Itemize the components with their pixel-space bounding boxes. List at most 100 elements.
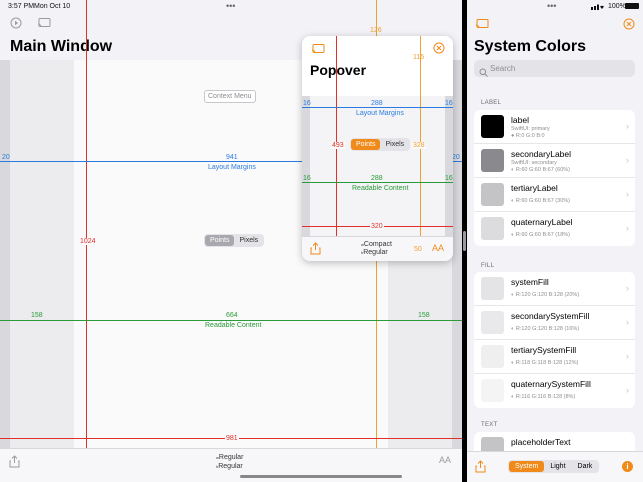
multitasking-dots-icon-right[interactable]: ••• (547, 1, 557, 11)
layout-margin-right-measure: 20 (452, 154, 460, 161)
color-swatch (481, 115, 504, 138)
color-row[interactable]: quaternaryLabel ◐ R:60 G:60 B:67 (18%) › (474, 212, 635, 246)
color-row[interactable]: tertiaryLabel ◐ R:60 G:60 B:67 (30%) › (474, 178, 635, 212)
layout-margins-guide (0, 161, 462, 162)
system-colors-window: ••• 100% System Colors Search LABEL labe… (467, 0, 643, 482)
chevron-right-icon: › (626, 121, 629, 131)
context-menu-button[interactable]: Context Menu (204, 90, 256, 103)
layout-margin-right (452, 60, 462, 448)
cast-icon-right[interactable] (475, 17, 489, 35)
popover-margin-right-measure: 16 (445, 100, 453, 107)
right-bottom-toolbar: System Light Dark i (467, 451, 643, 482)
layout-margin-left (0, 60, 10, 448)
page-title: Main Window (10, 38, 113, 55)
popover-width-measure: 320 (370, 223, 384, 230)
popover-margin-right (445, 96, 453, 236)
info-icon[interactable]: i (622, 461, 633, 472)
segment-pixels[interactable]: Pixels (239, 237, 259, 244)
size-class-readout: wRegular hRegular (216, 454, 244, 470)
readable-content-label: Readable Content (205, 322, 262, 329)
home-indicator (240, 475, 402, 478)
popover-cast-icon[interactable] (311, 42, 325, 60)
popover-height-measure: 493 (331, 142, 345, 149)
chevron-right-icon: › (626, 223, 629, 233)
popover-bottom-measure: 50 (414, 246, 422, 253)
popover-readable-right-measure: 16 (445, 175, 453, 182)
popover-layout-width-measure: 288 (371, 100, 383, 107)
text-size-icon[interactable]: AA (439, 455, 452, 465)
readable-left-measure: 158 (31, 312, 43, 319)
readable-width-measure: 664 (225, 312, 239, 319)
status-wifi-icon (591, 3, 607, 12)
height-measure: 1024 (79, 238, 97, 245)
chevron-right-icon: › (626, 155, 629, 165)
units-segmented-control[interactable]: Points Pixels (204, 234, 265, 247)
total-width-measure: 981 (225, 435, 239, 442)
popover-close-icon[interactable] (433, 41, 445, 59)
popover: Popover 493 115 328 16 16 288 Layout Mar… (302, 36, 453, 261)
split-divider-handle[interactable] (463, 231, 466, 251)
color-swatch (481, 345, 504, 368)
search-icon (479, 64, 488, 82)
color-row[interactable]: systemFill ◐ R:120 G:120 B:128 (20%) › (474, 272, 635, 306)
popover-margin-left (302, 96, 310, 236)
label-colors-list: label SwiftUI: primary● R:0 G:0 B:0 › se… (474, 110, 635, 246)
color-swatch (481, 217, 504, 240)
popover-height-right-measure: 328 (412, 142, 426, 149)
readable-right-measure: 158 (418, 312, 430, 319)
layout-margins-label: Layout Margins (208, 164, 256, 171)
popover-content-area (310, 96, 445, 236)
appearance-segmented-control[interactable]: System Light Dark (508, 460, 600, 473)
layout-width-measure: 941 (225, 154, 239, 161)
color-swatch (481, 311, 504, 334)
color-row[interactable]: secondarySystemFill ◐ R:120 G:120 B:128 … (474, 306, 635, 340)
chevron-right-icon: › (626, 351, 629, 361)
section-header-label: LABEL (481, 100, 502, 106)
theme-light[interactable]: Light (550, 463, 566, 470)
segment-points[interactable]: Points (205, 235, 235, 246)
popover-title: Popover (310, 62, 367, 78)
theme-dark[interactable]: Dark (577, 463, 593, 470)
cast-icon[interactable] (37, 17, 51, 31)
color-row[interactable]: label SwiftUI: primary● R:0 G:0 B:0 › (474, 110, 635, 144)
color-row[interactable]: quaternarySystemFill ◐ R:116 G:116 B:128… (474, 374, 635, 408)
popover-units-segmented-control[interactable]: Points Pixels (350, 138, 411, 151)
popover-share-icon[interactable] (310, 242, 321, 260)
theme-system[interactable]: System (509, 461, 545, 472)
popover-segment-points[interactable]: Points (351, 139, 381, 150)
popover-segment-pixels[interactable]: Pixels (385, 141, 405, 148)
layout-margin-left-measure: 20 (2, 154, 10, 161)
search-input[interactable]: Search (474, 60, 635, 77)
share-icon[interactable] (9, 455, 20, 473)
section-header-fill: FILL (481, 263, 495, 269)
color-row[interactable]: secondaryLabel SwiftUI: secondary◐ R:60 … (474, 144, 635, 178)
popover-layout-label: Layout Margins (356, 110, 404, 117)
readable-content-guide (0, 320, 462, 321)
readable-margin-left (10, 60, 74, 448)
popover-readable-left-measure: 16 (303, 175, 311, 182)
popover-readable-guide (302, 182, 453, 183)
popover-readable-width-measure: 288 (371, 175, 383, 182)
color-swatch (481, 149, 504, 172)
chevron-right-icon: › (626, 317, 629, 327)
popover-margin-left-measure: 16 (303, 100, 311, 107)
color-row[interactable]: tertiarySystemFill ◐ R:118 G:118 B:128 (… (474, 340, 635, 374)
status-date: Mon Oct 10 (34, 3, 71, 10)
section-header-text: TEXT (481, 422, 498, 428)
color-swatch (481, 277, 504, 300)
fill-colors-list: systemFill ◐ R:120 G:120 B:128 (20%) › s… (474, 272, 635, 408)
system-colors-title: System Colors (474, 38, 587, 55)
popover-text-size-icon[interactable]: AA (432, 243, 445, 253)
share-icon-right[interactable] (475, 460, 486, 478)
popover-bottom-toolbar (302, 236, 453, 261)
close-icon[interactable] (623, 17, 635, 35)
chevron-right-icon: › (626, 385, 629, 395)
status-time: 3:57 PM (8, 3, 35, 10)
play-circle-icon[interactable] (10, 17, 22, 31)
popover-size-class-readout: wCompact hRegular (361, 241, 392, 256)
popover-top-measure: 115 (413, 54, 425, 61)
popover-layout-guide (302, 107, 453, 108)
top-inset-measure: 126 (370, 27, 382, 34)
status-battery-text: 100% (608, 3, 626, 10)
multitasking-dots-icon[interactable]: ••• (226, 1, 236, 11)
